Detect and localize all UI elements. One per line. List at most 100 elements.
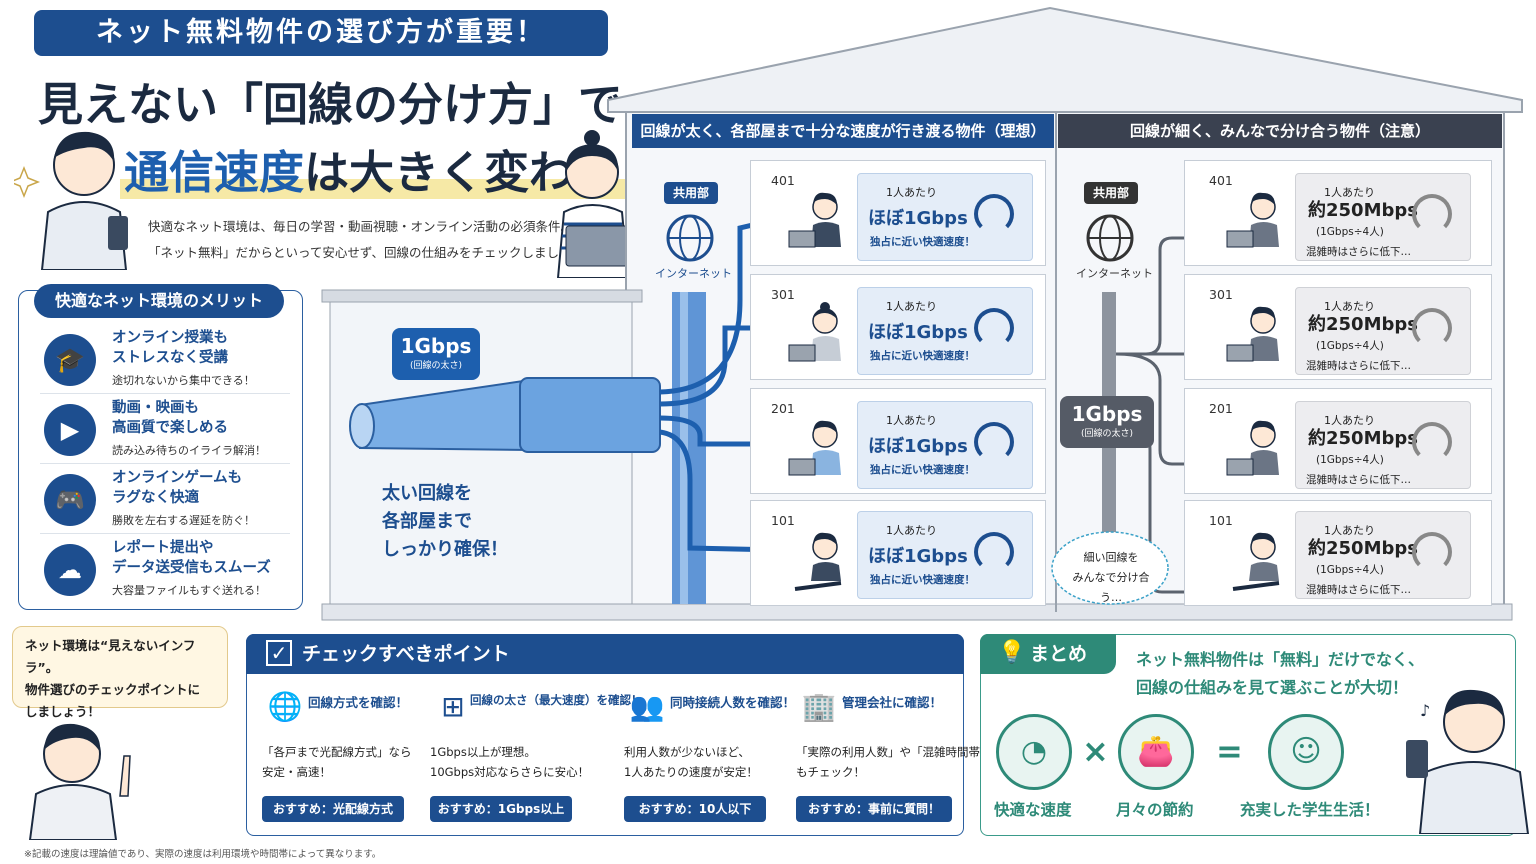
speed-card: 1人あたり 約250Mbps (1Gbps÷4人) 混雑時はさらに低下… (1295, 401, 1471, 489)
student-phone-icon (1232, 532, 1280, 591)
room-number: 301 (771, 287, 795, 302)
card-speed: 約250Mbps (1308, 314, 1418, 335)
intro-line: 「ネット無料」だからといって安心せず、回線の仕組みをチェックしましょう！ (148, 245, 597, 260)
svg-text:♪: ♪ (1420, 701, 1430, 720)
student-laptop-icon (1226, 420, 1279, 476)
benefit-title: オンライン授業もストレスなく受講 (112, 328, 228, 368)
check-item-title: 回線の太さ（最大速度）を確認！ (470, 693, 643, 707)
room-ideal: 101 1人あたり ほぼ1Gbps 独占に近い快適速度！ (750, 500, 1046, 606)
desc-line: 利用人数が少ないほど、 (624, 745, 750, 759)
room-number: 401 (1209, 173, 1233, 188)
benefit-title-line: 高画質で楽しめる (112, 420, 228, 436)
network-tree-icon: ⊞ (441, 690, 465, 723)
student-laptop-icon (1226, 306, 1279, 362)
note-line: しましょう！ (25, 704, 101, 719)
student-smartphone-illustration: ♪ (1406, 689, 1530, 834)
benefit-title-line: ラグなく快適 (112, 490, 199, 506)
note-line: ネット環境は“見えないインフラ”。 (25, 638, 196, 675)
card-per: 1人あたり (886, 186, 937, 199)
desc-line: 10Gbps対応ならさらに安心！ (430, 765, 590, 779)
check-item-desc: 利用人数が少ないほど、1人あたりの速度が安定！ (624, 742, 758, 782)
card-desc: 独占に近い快適速度！ (870, 236, 975, 248)
video-icon: ▶ (44, 404, 96, 456)
benefit-title-line: データ送受信もスムーズ (112, 560, 271, 576)
happy-student-icon: ☺ (1268, 714, 1344, 790)
desc-line: 安定・高速！ (262, 765, 331, 779)
bubble-sub: (回線の太さ) (1080, 429, 1134, 439)
speedometer-icon (1412, 532, 1452, 572)
card-per: 1人あたり (1324, 300, 1375, 313)
check-item-desc: 1Gbps以上が理想。10Gbps対応ならさらに安心！ (430, 742, 589, 782)
card-speed: 約250Mbps (1308, 428, 1418, 449)
bubble-speed: 1Gbps (1071, 402, 1143, 426)
ideal-header: 回線が太く、各部屋まで十分な速度が行き渡る物件（理想） (632, 114, 1054, 148)
benefit-sub: 途切れないから集中できる！ (112, 374, 255, 387)
benefit-title-line: オンラインゲームも (112, 470, 243, 486)
room-number: 301 (1209, 287, 1233, 302)
card-calc: (1Gbps÷4人) (1316, 564, 1384, 576)
caution-header: 回線が細く、みんなで分け合う物件（注意） (1058, 114, 1502, 148)
room-caution: 301 1人あたり 約250Mbps (1Gbps÷4人) 混雑時はさらに低下… (1184, 274, 1492, 380)
student-pointing-illustration (28, 723, 131, 840)
card-calc: (1Gbps÷4人) (1316, 226, 1384, 238)
speed-card: 1人あたり 約250Mbps (1Gbps÷4人) 混雑時はさらに低下… (1295, 511, 1471, 599)
office-building-icon: 🏢 (801, 690, 837, 723)
student-phone-icon (794, 532, 842, 591)
benefit-item: 🎮 オンラインゲームもラグなく快適 勝敗を左右する遅延を防ぐ！ (40, 466, 290, 534)
check-item: 👥 同時接続人数を確認！ 利用人数が少ないほど、1人あたりの速度が安定！ おすす… (614, 684, 795, 826)
card-speed: ほぼ1Gbps (868, 208, 968, 229)
wallet-icon: 👛 (1118, 714, 1194, 790)
benefit-sub: 勝敗を左右する遅延を防ぐ！ (112, 514, 255, 527)
student-laptop-icon (788, 192, 841, 248)
speed-card: 1人あたり ほぼ1Gbps 独占に近い快適速度！ (857, 511, 1033, 599)
desc-line: もチェック！ (796, 765, 865, 779)
card-per: 1人あたり (1324, 524, 1375, 537)
benefit-item: ▶ 動画・映画も高画質で楽しめる 読み込み待ちのイライラ解消！ (40, 396, 290, 464)
speedometer-icon (974, 308, 1014, 348)
ideal-speed-bubble: 1Gbps (回線の太さ) (392, 328, 480, 380)
speedometer-icon (974, 532, 1014, 572)
benefit-sub: 大容量ファイルもすぐ送れる！ (112, 584, 266, 597)
check-item-desc: 「実際の利用人数」や「混雑時間帯」もチェック！ (796, 742, 992, 782)
ideal-internet-label: インターネット (655, 267, 732, 280)
summary-tag: まとめ (980, 634, 1116, 674)
student-phone-illustration (14, 131, 128, 270)
check-item-title: 管理会社に確認！ (842, 695, 943, 710)
card-desc: 混雑時はさらに低下… (1306, 360, 1411, 372)
card-speed: ほぼ1Gbps (868, 322, 968, 343)
card-speed: ほぼ1Gbps (868, 546, 968, 567)
thought-line: みんなで分け合う… (1072, 571, 1150, 604)
equals-sign: = (1216, 732, 1243, 770)
speedometer-icon (1412, 308, 1452, 348)
recommend-badge: おすすめ：光配線方式 (262, 796, 404, 822)
caption-line: 太い回線を (382, 483, 472, 504)
speedometer-icon (1412, 422, 1452, 462)
room-number: 201 (771, 401, 795, 416)
benefit-item: ☁ レポート提出やデータ送受信もスムーズ 大容量ファイルもすぐ送れる！ (40, 536, 290, 604)
summary-line: ネット無料物件は「無料」だけでなく、 (1136, 650, 1425, 669)
check-item-title: 回線方式を確認！ (308, 695, 409, 710)
caption-line: しっかり確保！ (382, 539, 508, 560)
check-item: 🏢 管理会社に確認！ 「実際の利用人数」や「混雑時間帯」もチェック！ おすすめ：… (786, 684, 992, 826)
benefit-title-line: ストレスなく受講 (112, 350, 228, 366)
footnote: ※記載の速度は理論値であり、実際の速度は利用環境や時間帯によって異なります。 (24, 849, 382, 860)
student-laptop-illustration (556, 130, 630, 278)
caution-thought: 細い回線をみんなで分け合う… (1064, 548, 1158, 608)
check-item: ⊞ 回線の太さ（最大速度）を確認！ 1Gbps以上が理想。10Gbps対応ならさ… (420, 684, 643, 826)
summary-label: 充実した学生生活！ (1240, 801, 1380, 819)
ideal-caption: 太い回線を各部屋までしっかり確保！ (382, 480, 508, 564)
game-controller-icon: 🎮 (44, 474, 96, 526)
desc-line: 「各戸まで光配線方式」なら (262, 745, 412, 759)
card-per: 1人あたり (1324, 186, 1375, 199)
speedometer-icon (974, 194, 1014, 234)
intro-line: 快適なネット環境は、毎日の学習・動画視聴・オンライン活動の必須条件。 (148, 219, 574, 234)
benefit-item: 🎓 オンライン授業もストレスなく受講 途切れないから集中できる！ (40, 326, 290, 394)
recommend-badge: おすすめ：1Gbps以上 (430, 796, 572, 822)
caution-common-label: 共用部 (1084, 182, 1138, 204)
room-number: 101 (1209, 513, 1233, 528)
times-sign: × (1082, 732, 1109, 770)
card-desc: 混雑時はさらに低下… (1306, 246, 1411, 258)
benefit-title-line: レポート提出や (112, 540, 214, 556)
card-calc: (1Gbps÷4人) (1316, 454, 1384, 466)
recommend-badge: おすすめ：事前に質問！ (796, 796, 952, 822)
